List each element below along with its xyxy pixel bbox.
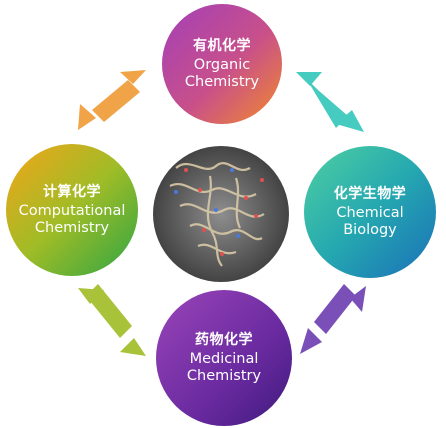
organic-chemistry-node [162,4,282,124]
arrow-organic-chemical-biology [296,72,364,132]
arrow-chemical-biology-medicinal [300,284,366,354]
protein-structure-icon [153,146,289,282]
chemical-biology-node [304,146,436,278]
arrow-organic-computational [78,70,146,130]
arrow-computational-medicinal [78,284,146,356]
computational-chemistry-node [6,144,138,276]
medicinal-chemistry-node [156,290,292,426]
